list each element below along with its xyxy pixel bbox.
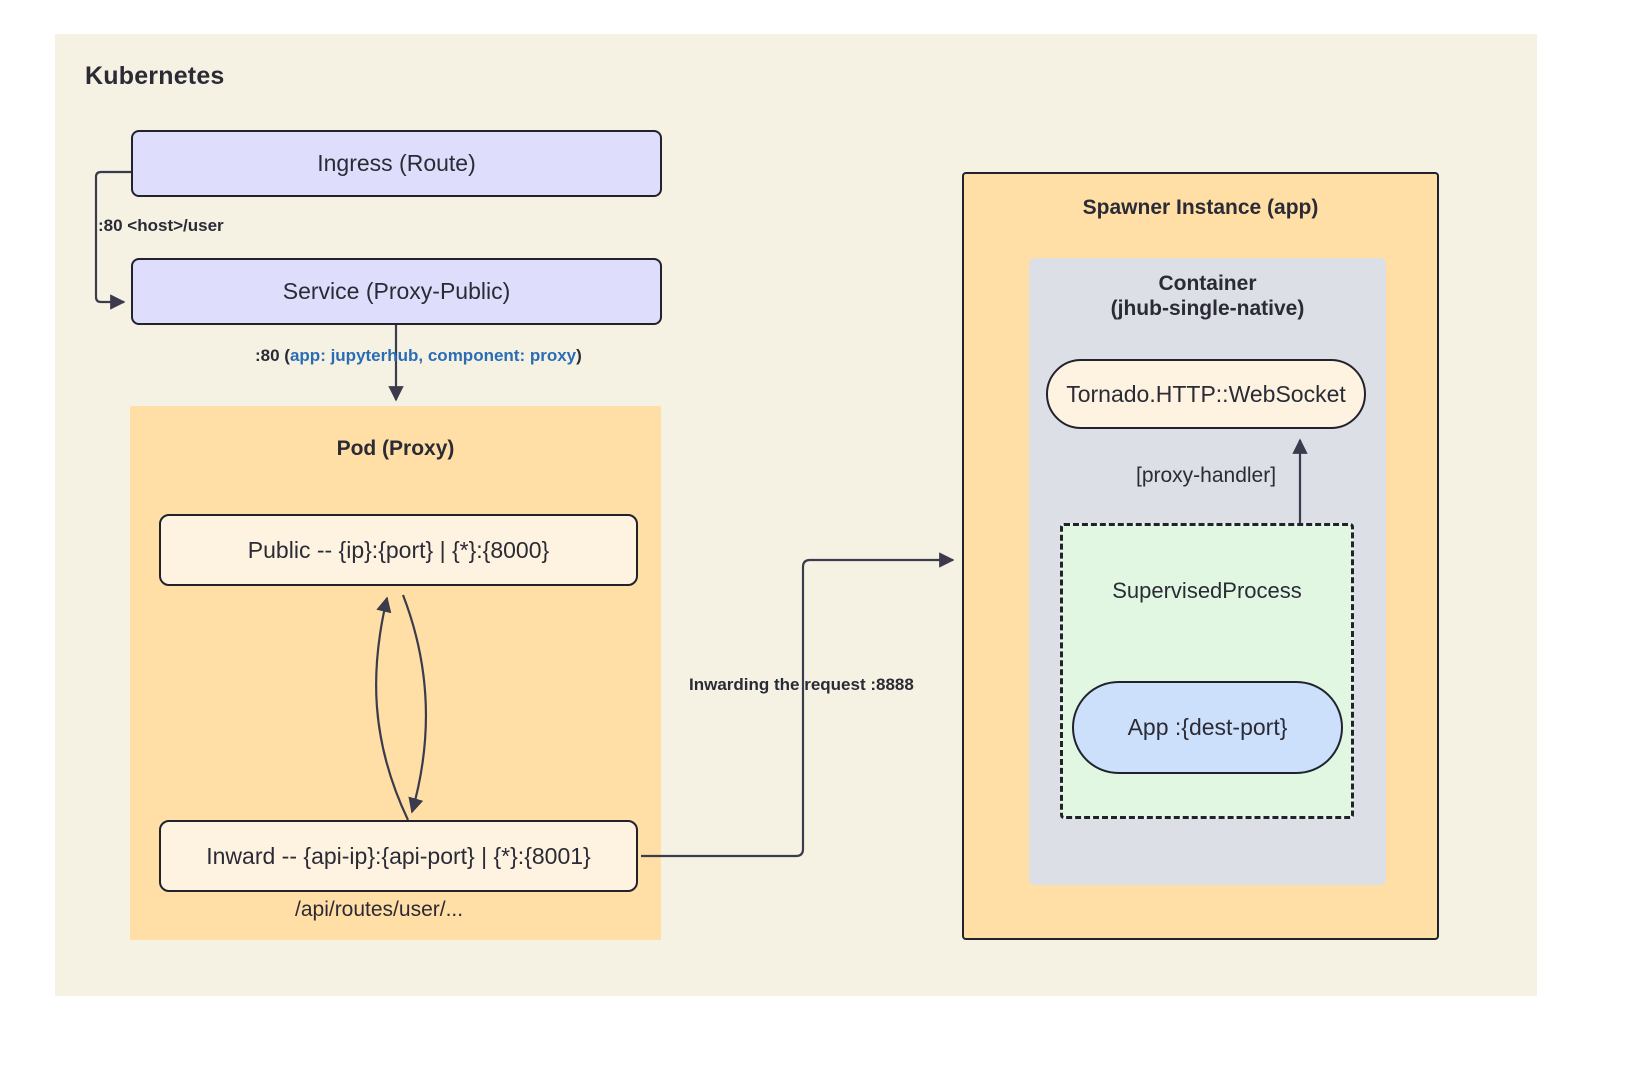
node-tornado-label: Tornado.HTTP::WebSocket [1066,380,1346,407]
node-public-label: Public -- {ip}:{port} | {*}:{8000} [247,536,550,563]
supervised-process-label: SupervisedProcess [1112,578,1302,603]
node-app[interactable]: App :{dest-port} [1072,681,1343,774]
node-service-label: Service (Proxy-Public) [282,278,511,304]
edge-label-inwarding: Inwarding the request :8888 [689,675,914,694]
edge-label-service-to-pod: :80 (app: jupyterhub, component: proxy) [255,346,582,366]
pod-proxy-title: Pod (Proxy) [336,437,455,460]
edge-label-port-suffix: ) [576,346,582,365]
node-inward-label: Inward -- {api-ip}:{api-port} | {*}:{800… [206,842,591,869]
edge-label-proxy-handler: [proxy-handler] [1136,464,1277,487]
container-title-line2: (jhub-single-native) [1110,296,1305,320]
node-tornado-websocket[interactable]: Tornado.HTTP::WebSocket [1046,359,1366,429]
edge-label-api-routes: /api/routes/user/... [295,898,464,921]
node-ingress[interactable]: Ingress (Route) [131,130,662,197]
supervised-process-group [1060,523,1354,819]
node-service[interactable]: Service (Proxy-Public) [131,258,662,325]
edge-label-selector: app: jupyterhub, component: proxy [289,346,577,365]
node-app-label: App :{dest-port} [1127,714,1288,740]
spawner-instance-title: Spawner Instance (app) [1082,196,1319,219]
edge-label-port-prefix: :80 ( [255,346,290,365]
kubernetes-title: Kubernetes [85,62,225,90]
edge-label-ingress-to-service: :80 <host>/user [98,216,224,235]
container-title-line1: Container [1158,272,1257,295]
node-public[interactable]: Public -- {ip}:{port} | {*}:{8000} [159,514,638,586]
container-title: Container (jhub-single-native) [1029,272,1386,322]
node-inward[interactable]: Inward -- {api-ip}:{api-port} | {*}:{800… [159,820,638,892]
node-ingress-label: Ingress (Route) [317,150,476,176]
